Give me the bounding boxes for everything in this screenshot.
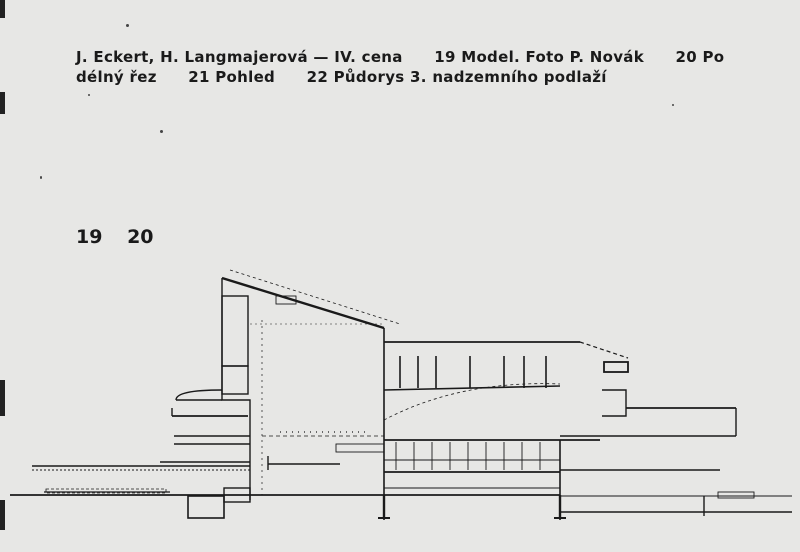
dust-speck [160,130,163,133]
rear-wing [559,389,792,520]
scan-edge-mark [0,500,5,530]
central-hall [261,320,385,495]
dust-speck [88,94,90,96]
scan-edge-mark [0,0,5,18]
caption-item-21: 21 Pohled [188,68,276,86]
caption-line-2: délný řez 21 Pohled 22 Půdorys 3. nadzem… [76,68,633,86]
ground-lines [10,465,792,513]
caption-item-20-start: 20 Po [675,48,725,66]
caption-item-20-end: délný řez [76,68,157,86]
dust-speck [126,24,129,27]
auditorium-block [383,341,629,489]
foundations [187,487,566,519]
scan-edge-mark [0,380,5,416]
figure-number-20: 20 [127,226,154,248]
caption-line-1: J. Eckert, H. Langmajerová — IV. cena 19… [76,48,750,66]
tower-block [221,269,401,520]
figure-numbers: 19 20 [76,226,172,248]
scan-edge-mark [0,92,5,114]
dust-speck [672,104,674,106]
caption-authors: J. Eckert, H. Langmajerová — IV. cena [76,48,403,66]
cantilevered-balconies [160,389,250,463]
building-section-drawing [10,269,792,520]
caption-item-19: 19 Model. Foto P. Novák [434,48,644,66]
figure-number-19: 19 [76,226,103,248]
caption-item-22: 22 Půdorys 3. nadzemního podlaží [306,68,607,86]
dust-speck [40,176,42,179]
